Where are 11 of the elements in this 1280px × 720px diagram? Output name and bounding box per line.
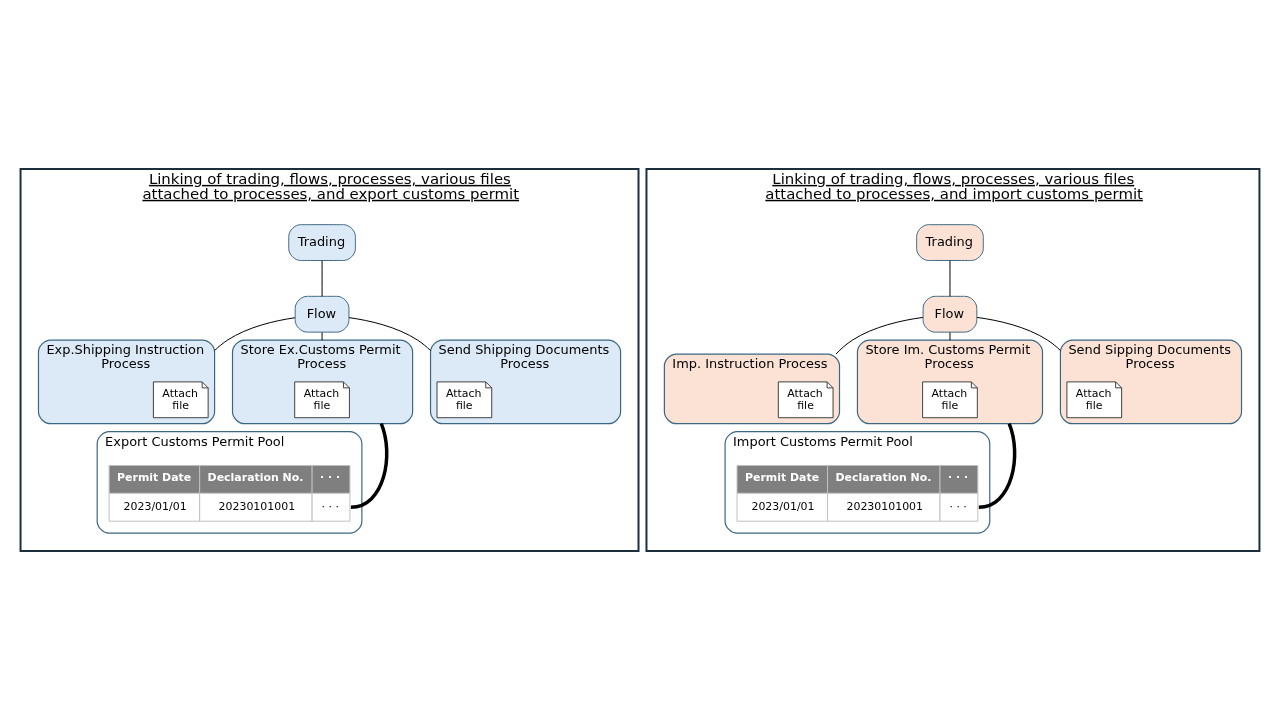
node-box: Flow xyxy=(922,295,978,333)
connector xyxy=(214,317,296,352)
node-box: Flow xyxy=(294,295,350,333)
connector xyxy=(835,316,924,355)
connector xyxy=(350,423,389,509)
connector xyxy=(978,423,1017,509)
node-box: Trading xyxy=(916,224,984,261)
node-box: Trading xyxy=(288,224,356,261)
connector xyxy=(321,332,323,341)
connector xyxy=(976,316,1061,351)
connector xyxy=(348,317,432,352)
